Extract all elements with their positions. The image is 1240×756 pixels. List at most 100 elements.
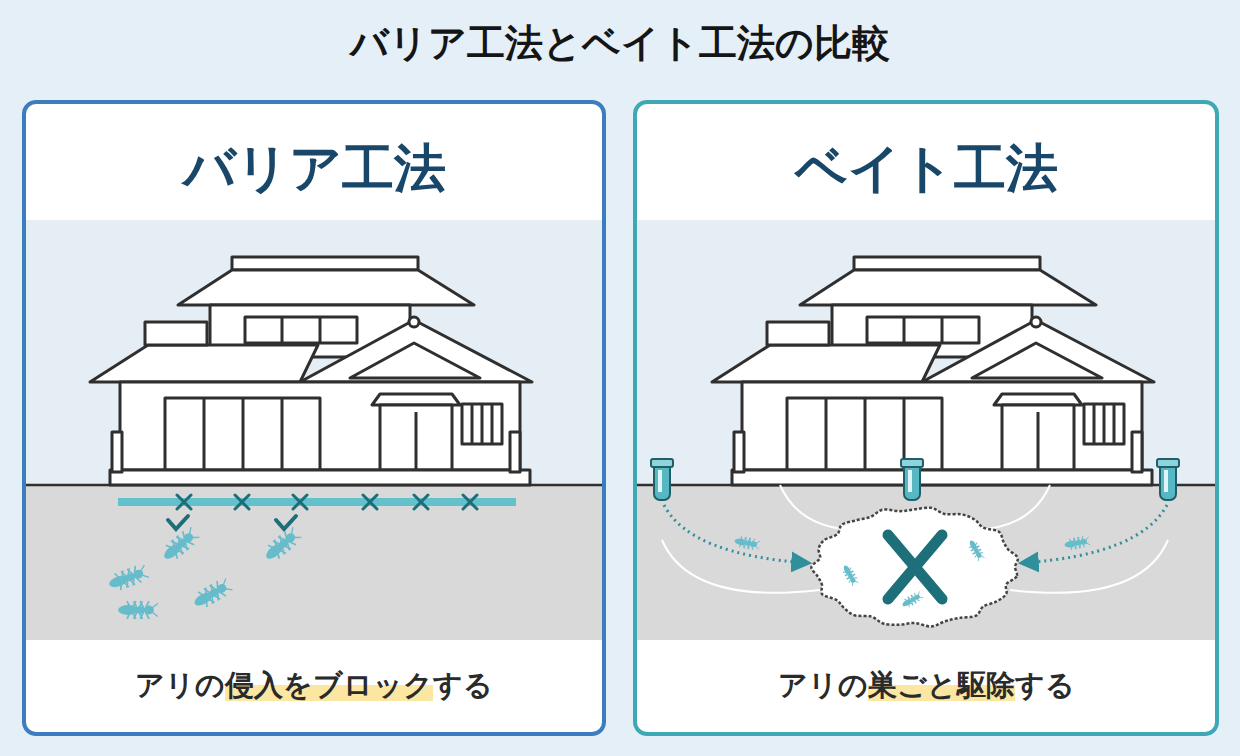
- spread-arc: [662, 540, 820, 593]
- cross-stroke: [463, 495, 477, 509]
- gable-finial: [409, 317, 419, 327]
- gable-inner: [972, 343, 1102, 378]
- side-roof-cap: [145, 322, 207, 345]
- lower-roof: [90, 345, 318, 382]
- termite-antenna: [152, 612, 158, 616]
- door-line: [1037, 412, 1040, 470]
- bait-station: [1157, 459, 1179, 500]
- window-bar: [825, 398, 828, 470]
- entry-roof: [372, 394, 460, 405]
- termite-antenna: [981, 555, 985, 559]
- termite-head: [132, 568, 144, 580]
- footer-text: アリの侵入をブロックする: [135, 668, 493, 702]
- termite: [118, 601, 158, 619]
- window-bar: [203, 398, 206, 470]
- panel-ground: [22, 100, 606, 736]
- post: [734, 432, 744, 472]
- gable-inner: [350, 343, 480, 378]
- termite: [1064, 535, 1091, 550]
- panel-footer: アリの侵入をブロックする: [26, 666, 602, 706]
- panel-ground: [633, 100, 1219, 736]
- window-bar: [319, 317, 322, 343]
- gable-roof: [922, 320, 1154, 382]
- ground-area: [635, 485, 1217, 640]
- termite-antenna: [919, 596, 923, 600]
- station-cap: [1157, 459, 1179, 467]
- cross-stroke: [414, 495, 428, 509]
- cross-stroke: [293, 495, 307, 509]
- panel-white: [22, 100, 606, 736]
- station-cap: [901, 459, 923, 467]
- termite-antenna: [225, 586, 232, 593]
- cross-stroke: [414, 495, 428, 509]
- rail-bar: [1103, 404, 1106, 444]
- cross-stroke: [177, 495, 191, 509]
- termite-antenna: [756, 540, 760, 543]
- check-mark: [276, 516, 296, 529]
- termite: [900, 590, 924, 609]
- termite: [966, 538, 985, 562]
- termite-antenna: [917, 591, 921, 595]
- post: [1132, 432, 1142, 472]
- cross-stroke: [177, 495, 191, 509]
- station-shine: [658, 470, 662, 492]
- kill-mark: [888, 535, 942, 599]
- ridge-cap: [854, 257, 1040, 270]
- panel-footer: アリの巣ごと駆除する: [637, 666, 1215, 706]
- flow-arrow: [664, 505, 808, 563]
- termite: [261, 526, 303, 565]
- termite-antenna: [855, 580, 859, 584]
- barrier-band: [118, 498, 516, 506]
- termite-antenna: [289, 527, 296, 534]
- block-mark: [463, 495, 477, 509]
- railing: [1084, 404, 1124, 444]
- railing: [462, 404, 502, 444]
- foundation: [110, 470, 530, 485]
- termite-body: [118, 605, 138, 615]
- flow-arrow: [1022, 505, 1167, 563]
- entrance: [1002, 405, 1074, 470]
- method-panel: バリア工法アリの侵入をブロックする: [22, 100, 606, 736]
- cross-stroke: [363, 495, 377, 509]
- termite-antenna: [977, 557, 981, 561]
- termite-body: [734, 538, 748, 546]
- termite: [190, 576, 233, 611]
- cross-stroke: [235, 495, 249, 509]
- big-window: [787, 398, 942, 470]
- cross-stroke: [235, 495, 249, 509]
- ground-wall: [120, 382, 520, 470]
- termite-antenna: [1085, 537, 1089, 540]
- termite-body: [1075, 540, 1081, 546]
- cross-stroke: [463, 495, 477, 509]
- upper-roof: [178, 270, 474, 305]
- ground-area: [24, 485, 604, 640]
- gable-finial: [1031, 317, 1041, 327]
- foundation: [732, 470, 1152, 485]
- termite-antenna: [139, 565, 146, 571]
- termite-antenna: [851, 582, 855, 586]
- window-bar: [242, 398, 245, 470]
- termite-antenna: [192, 534, 199, 541]
- upper-window: [867, 317, 979, 343]
- rail-bar: [481, 404, 484, 444]
- window-bar: [281, 398, 284, 470]
- title: バリア工法とベイト工法の比較: [0, 18, 1240, 69]
- ground-wall: [742, 382, 1142, 470]
- big-window: [165, 398, 320, 470]
- upper-window: [245, 317, 357, 343]
- termite-body: [1064, 540, 1078, 548]
- panel-white: [633, 100, 1219, 736]
- station-shine: [1164, 470, 1168, 492]
- door-line: [415, 412, 418, 470]
- post: [112, 432, 122, 472]
- sky-area: [635, 220, 1217, 485]
- gable-roof: [300, 320, 532, 382]
- termite: [734, 535, 761, 550]
- nest: [811, 508, 1018, 627]
- footer-text: アリの巣ごと駆除する: [778, 668, 1075, 702]
- termite: [840, 563, 859, 587]
- house: [90, 257, 532, 485]
- entrance: [380, 405, 452, 470]
- rail-bar: [491, 404, 494, 444]
